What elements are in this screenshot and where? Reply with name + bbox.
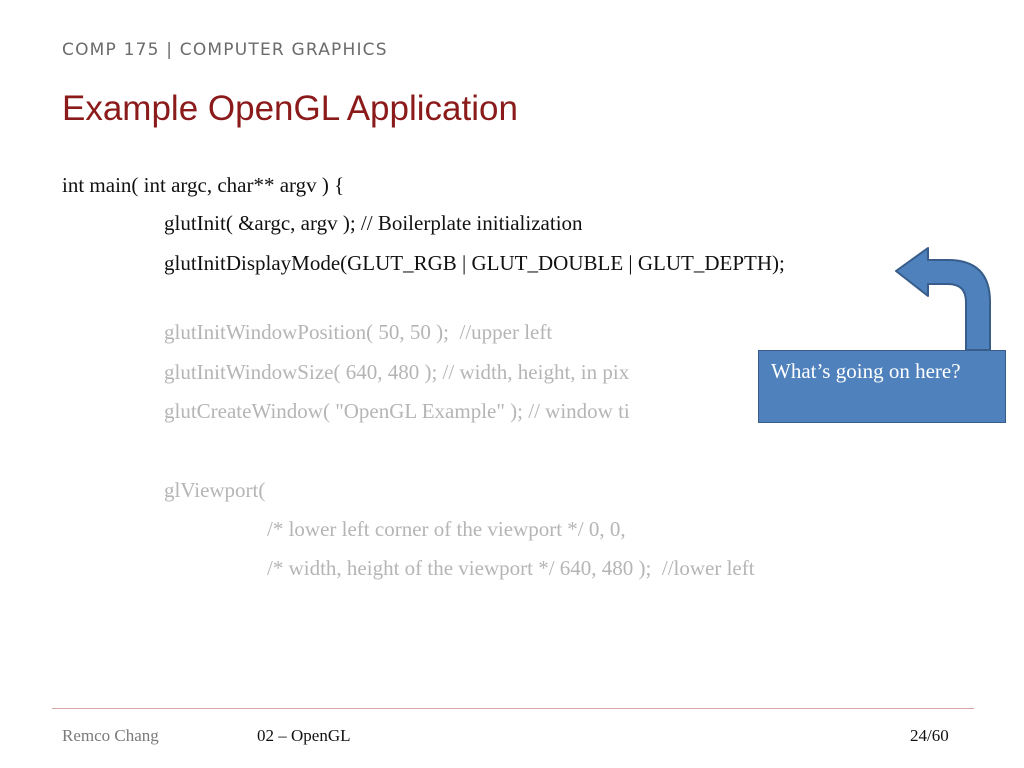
callout-box: What’s going on here? — [758, 350, 1006, 423]
curved-arrow-icon — [895, 247, 991, 351]
code-line-window-size: glutInitWindowSize( 640, 480 ); // width… — [164, 360, 630, 384]
footer-page-number: 24/60 — [910, 726, 949, 745]
code-line-viewport-corner: /* lower left corner of the viewport */ … — [267, 517, 626, 541]
code-line-create-window: glutCreateWindow( "OpenGL Example" ); //… — [164, 399, 630, 423]
course-header: COMP 175 | COMPUTER GRAPHICS — [62, 40, 388, 60]
code-line-window-position: glutInitWindowPosition( 50, 50 ); //uppe… — [164, 320, 553, 344]
footer-author: Remco Chang — [62, 726, 159, 745]
code-line-viewport-size: /* width, height of the viewport */ 640,… — [267, 556, 755, 580]
code-line-glut-init: glutInit( &argc, argv ); // Boilerplate … — [164, 211, 583, 235]
callout-text: What’s going on here? — [771, 359, 961, 383]
footer-lecture: 02 – OpenGL — [257, 726, 351, 745]
code-line-main: int main( int argc, char** argv ) { — [62, 173, 345, 197]
footer-divider — [52, 708, 974, 709]
slide-title: Example OpenGL Application — [62, 89, 518, 128]
code-line-display-mode: glutInitDisplayMode(GLUT_RGB | GLUT_DOUB… — [164, 251, 785, 275]
code-line-viewport: glViewport( — [164, 478, 266, 502]
